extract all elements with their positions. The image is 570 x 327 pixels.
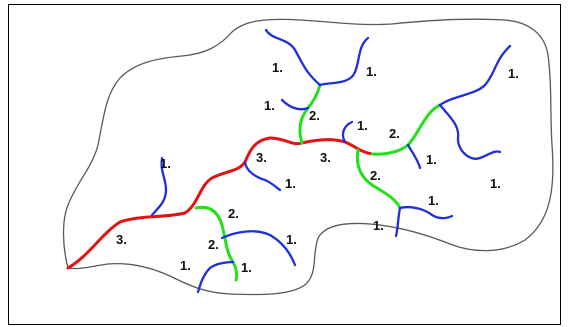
order-1-stream: [394, 206, 402, 238]
order-label: 1.: [366, 64, 377, 79]
order-1-stream: [318, 36, 370, 87]
order-label: 2.: [309, 108, 320, 123]
order-label: 2.: [389, 126, 400, 141]
order-1-stream: [406, 143, 422, 170]
order-1-stream: [264, 28, 322, 87]
order-label: 1.: [241, 260, 252, 275]
order-label: 3.: [320, 150, 331, 165]
order-label: 1.: [357, 118, 368, 133]
order-1-stream: [341, 120, 354, 144]
order-1-stream: [196, 260, 235, 294]
order-label: 2.: [208, 237, 219, 252]
order-label: 1.: [508, 66, 519, 81]
order-1-streams: [150, 28, 512, 294]
order-2-stream-east: [370, 103, 442, 156]
order-1-stream: [150, 156, 168, 217]
order-labels: 1. 1. 1. 2. 1. 3. 3. 2. 1. 1. 1. 1. 2. 1…: [116, 60, 519, 275]
order-label: 1.: [264, 98, 275, 113]
figure-frame: [8, 4, 561, 325]
order-label: 1.: [373, 218, 384, 233]
order-label: 1.: [426, 152, 437, 167]
order-label: 1.: [160, 156, 171, 171]
order-2-stream-southeast: [355, 148, 402, 210]
order-label: 2.: [370, 168, 381, 183]
watershed-boundary: [62, 18, 554, 296]
order-label: 1.: [180, 258, 191, 273]
order-label: 1.: [490, 176, 501, 191]
order-label: 3.: [116, 232, 127, 247]
order-label: 3.: [256, 150, 267, 165]
order-2-stream-south: [194, 205, 239, 282]
order-label: 1.: [285, 176, 296, 191]
order-label: 1.: [286, 232, 297, 247]
order-label: 1.: [428, 193, 439, 208]
order-1-stream: [280, 98, 310, 111]
order-1-stream: [438, 44, 512, 107]
order-1-stream: [398, 205, 454, 220]
order-1-stream: [243, 160, 282, 192]
order-1-stream: [220, 230, 297, 267]
order-label: 1.: [272, 60, 283, 75]
order-1-stream: [438, 103, 502, 160]
order-label: 2.: [228, 206, 239, 221]
